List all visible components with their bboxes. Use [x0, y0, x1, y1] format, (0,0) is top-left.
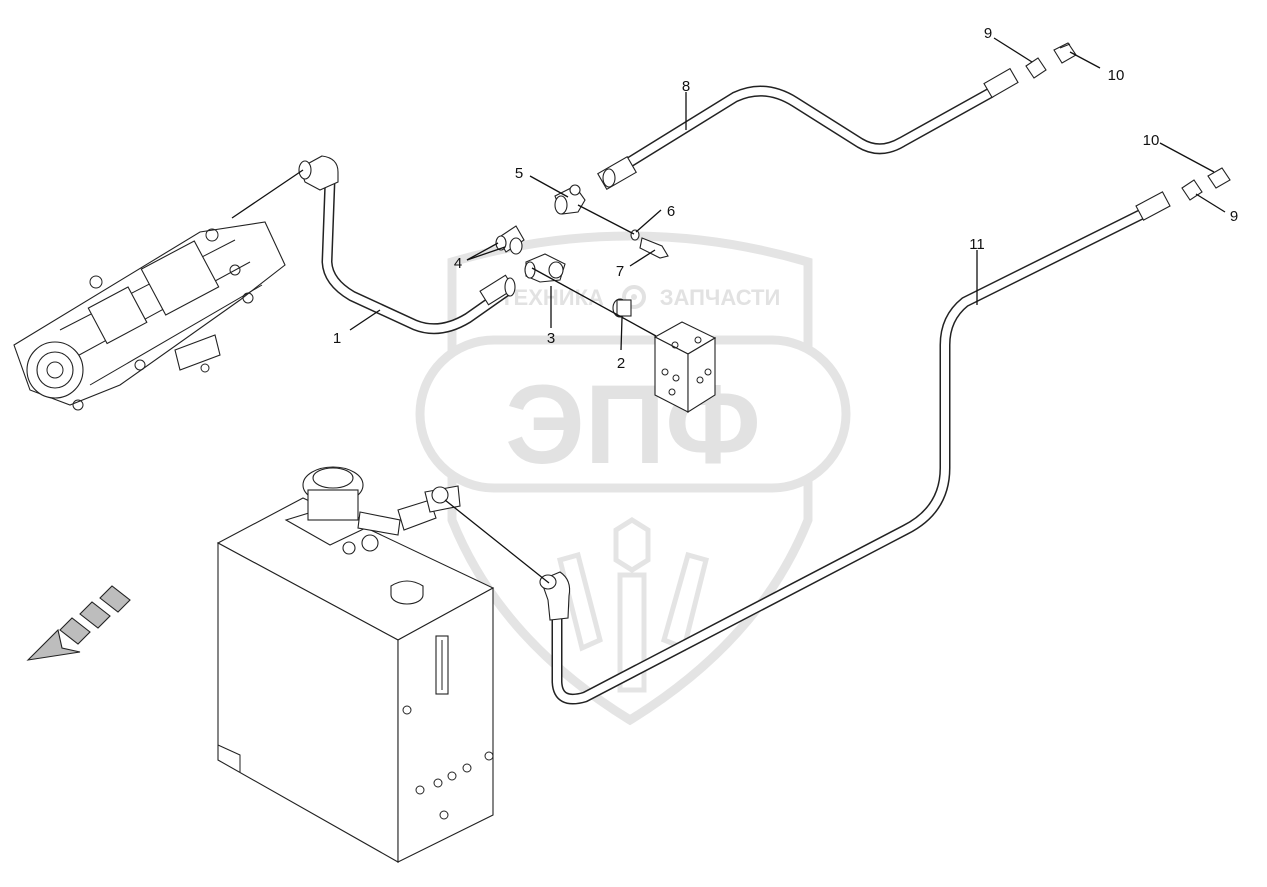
watermark-logo: ЭПФ ТЕХНИКА ЗАПЧАСТИ — [415, 231, 851, 726]
direction-arrow-icon — [26, 585, 131, 661]
callout-10-right: 10 — [1143, 132, 1160, 149]
hose-8 — [597, 67, 1019, 191]
hose-1 — [298, 155, 516, 335]
callout-9-upper: 9 — [984, 25, 992, 42]
callout-11: 11 — [969, 236, 985, 253]
leader-lines — [231, 37, 1226, 584]
watermark-caption-left: ТЕХНИКА — [500, 285, 604, 310]
watermark-caption-right: ЗАПЧАСТИ — [660, 285, 781, 310]
callout-2: 2 — [617, 355, 625, 372]
wheat-ears-icon — [556, 517, 710, 693]
callout-10-upper: 10 — [1108, 67, 1125, 84]
watermark-band — [415, 335, 851, 493]
gear-icon — [622, 285, 646, 309]
callout-8: 8 — [682, 78, 690, 95]
callout-3: 3 — [547, 330, 555, 347]
fittings — [495, 42, 1231, 413]
hydraulic-tank — [216, 466, 495, 863]
callout-4: 4 — [454, 255, 462, 272]
callout-6: 6 — [667, 203, 675, 220]
callout-5: 5 — [515, 165, 523, 182]
callout-1: 1 — [333, 330, 341, 347]
hose-11 — [539, 191, 1171, 705]
callouts: 1 2 3 4 5 6 7 8 9 10 10 9 11 — [333, 25, 1238, 372]
callout-9-right: 9 — [1230, 208, 1238, 225]
hydraulic-pump-assembly — [13, 221, 286, 411]
watermark-brand: ЭПФ — [505, 362, 761, 487]
callout-7: 7 — [616, 263, 624, 280]
